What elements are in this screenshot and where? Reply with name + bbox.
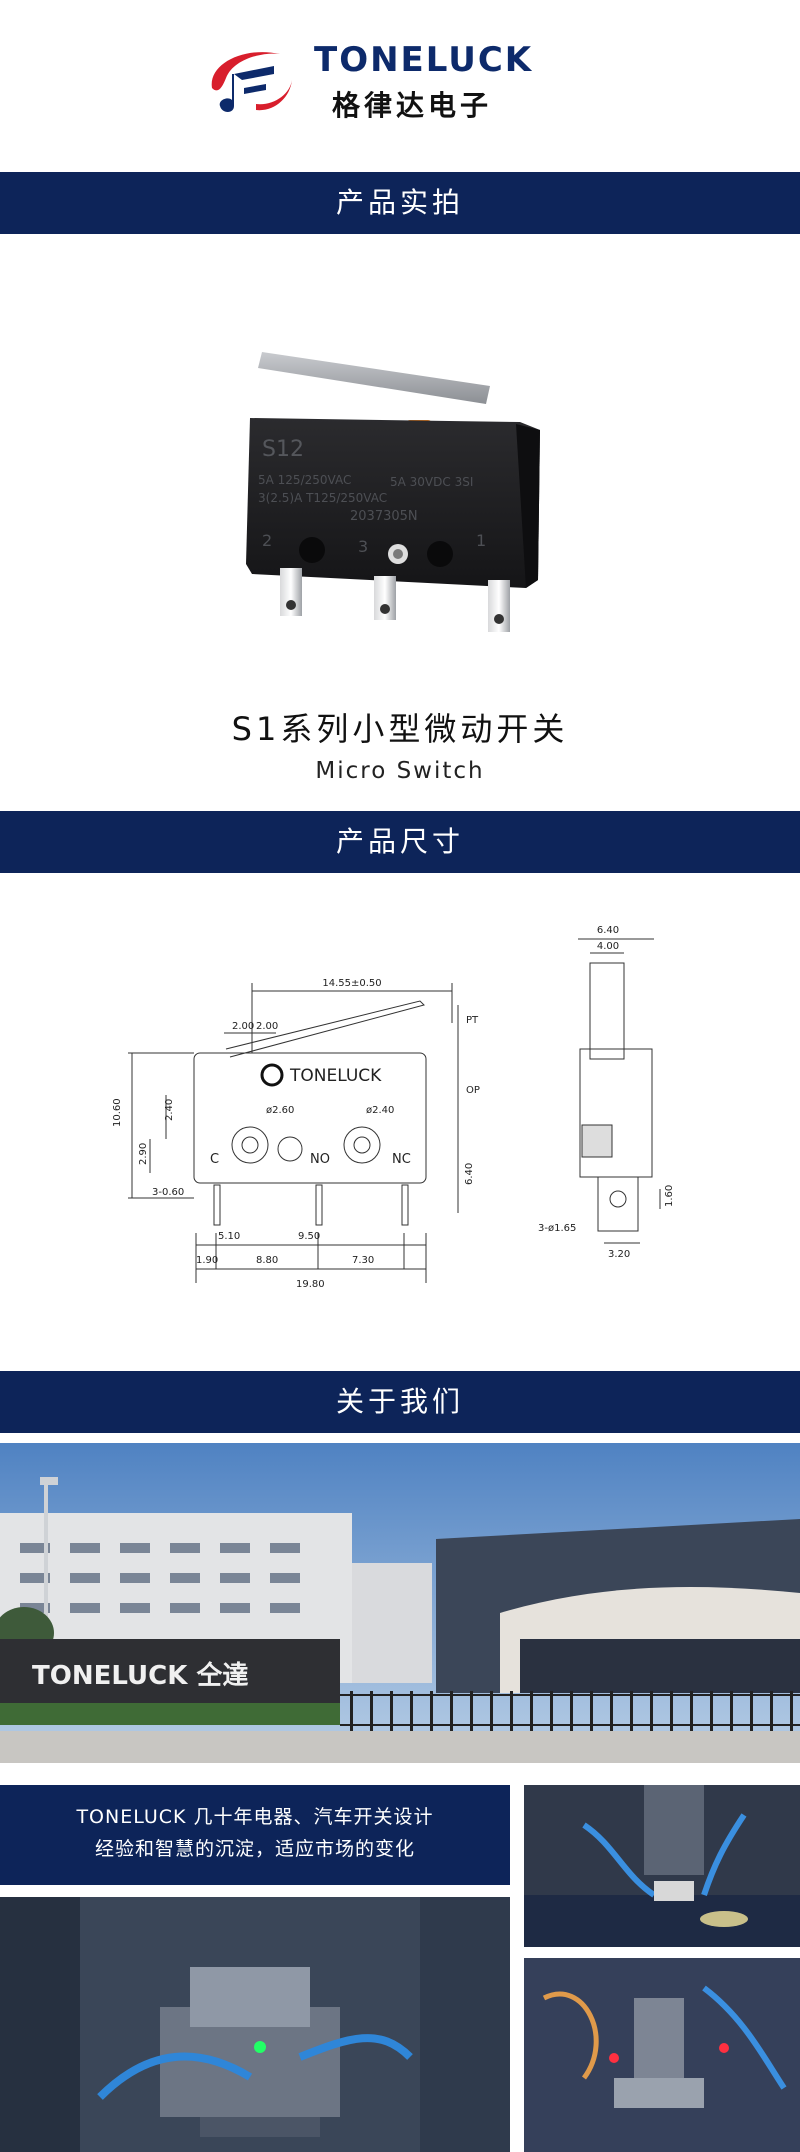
brand-name-cn: 格律达电子 xyxy=(332,89,493,122)
dimension-drawing: 14.55±0.50 2.00 2.00 PT OP 10.60 2.40 2.… xyxy=(0,873,800,1371)
dim-880: 8.80 xyxy=(256,1255,278,1266)
section-title-photo: 产品实拍 xyxy=(0,172,800,234)
body-mark-rating1: 5A 125/250VAC xyxy=(258,473,351,487)
dim-pt: PT xyxy=(466,1015,479,1026)
micro-switch-illustration: S12 5A 125/250VAC 5A 30VDC 3SI 3(2.5)A T… xyxy=(246,352,540,632)
dim-pin-width: 3-0.60 xyxy=(152,1187,184,1198)
about-line-2: 经验和智慧的沉淀，适应市场的变化 xyxy=(94,1838,415,1860)
body-mark-pin3: 3 xyxy=(358,537,368,556)
terminal-no-label: NO xyxy=(310,1152,330,1167)
about-text-box: TONELUCK 几十年电器、汽车开关设计 经验和智慧的沉淀，适应市场的变化 xyxy=(0,1785,510,1885)
terminal-nc-label: NC xyxy=(392,1152,411,1167)
technical-drawing: 14.55±0.50 2.00 2.00 PT OP 10.60 2.40 2.… xyxy=(112,925,675,1290)
dim-240: 2.40 xyxy=(164,1099,175,1121)
dim-op: OP xyxy=(466,1085,480,1096)
dim-hole2: ø2.40 xyxy=(366,1105,394,1116)
dim-d1: 2.00 xyxy=(232,1021,254,1032)
dim-510: 5.10 xyxy=(218,1231,240,1242)
brand-name-en: TONELUCK xyxy=(314,40,534,80)
about-line-1: TONELUCK 几十年电器、汽车开关设计 xyxy=(76,1806,434,1828)
terminal-c-label: C xyxy=(210,1152,219,1167)
toneluck-logo-icon xyxy=(211,52,292,112)
machine-illustration-1 xyxy=(524,1785,800,1947)
factory-sign: TONELUCK 仝達 xyxy=(32,1660,248,1691)
dim-950: 9.50 xyxy=(298,1231,320,1242)
machine-illustration-2 xyxy=(0,1897,510,2152)
dim-side-actuator: 4.00 xyxy=(597,941,619,952)
drawing-brand: TONELUCK xyxy=(289,1066,382,1086)
machine-photo-3 xyxy=(524,1958,800,2152)
product-name-cn: S1系列小型微动开关 xyxy=(231,710,569,748)
machine-photo-2 xyxy=(0,1897,510,2152)
section-title-dimensions: 产品尺寸 xyxy=(0,811,800,873)
machine-photo-1 xyxy=(524,1785,800,1947)
factory-photo: TONELUCK 仝達 xyxy=(0,1443,800,1763)
dim-hole1: ø2.60 xyxy=(266,1105,294,1116)
dim-lever-length: 14.55±0.50 xyxy=(322,978,381,989)
dim-total: 19.80 xyxy=(296,1279,325,1290)
dim-730: 7.30 xyxy=(352,1255,374,1266)
dim-height: 10.60 xyxy=(112,1098,123,1127)
body-mark-pin1: 1 xyxy=(476,531,486,550)
body-mark-batch: 2037305N xyxy=(350,509,418,524)
body-mark-rating3: 3(2.5)A T125/250VAC xyxy=(258,491,387,505)
factory-illustration: TONELUCK 仝達 xyxy=(0,1443,800,1763)
header: TONELUCK 格律达电子 xyxy=(0,0,800,172)
dim-side-hole: 3-ø1.65 xyxy=(538,1223,576,1234)
dim-side-pin: 1.60 xyxy=(664,1185,675,1207)
machine-illustration-3 xyxy=(524,1958,800,2152)
body-mark-model: S12 xyxy=(262,437,304,462)
section-title-about: 关于我们 xyxy=(0,1371,800,1433)
dim-side-base: 3.20 xyxy=(608,1249,630,1260)
product-photo: S12 5A 125/250VAC 5A 30VDC 3SI 3(2.5)A T… xyxy=(0,234,800,674)
product-name-en: Micro Switch xyxy=(315,758,485,784)
dim-pin-height: 6.40 xyxy=(464,1163,475,1185)
body-mark-rating2: 5A 30VDC 3SI xyxy=(390,475,473,489)
body-mark-pin2: 2 xyxy=(262,531,272,550)
dim-d2: 2.00 xyxy=(256,1021,278,1032)
dim-side-width: 6.40 xyxy=(597,925,619,936)
dim-190: 1.90 xyxy=(196,1255,218,1266)
dim-290: 2.90 xyxy=(138,1143,149,1165)
